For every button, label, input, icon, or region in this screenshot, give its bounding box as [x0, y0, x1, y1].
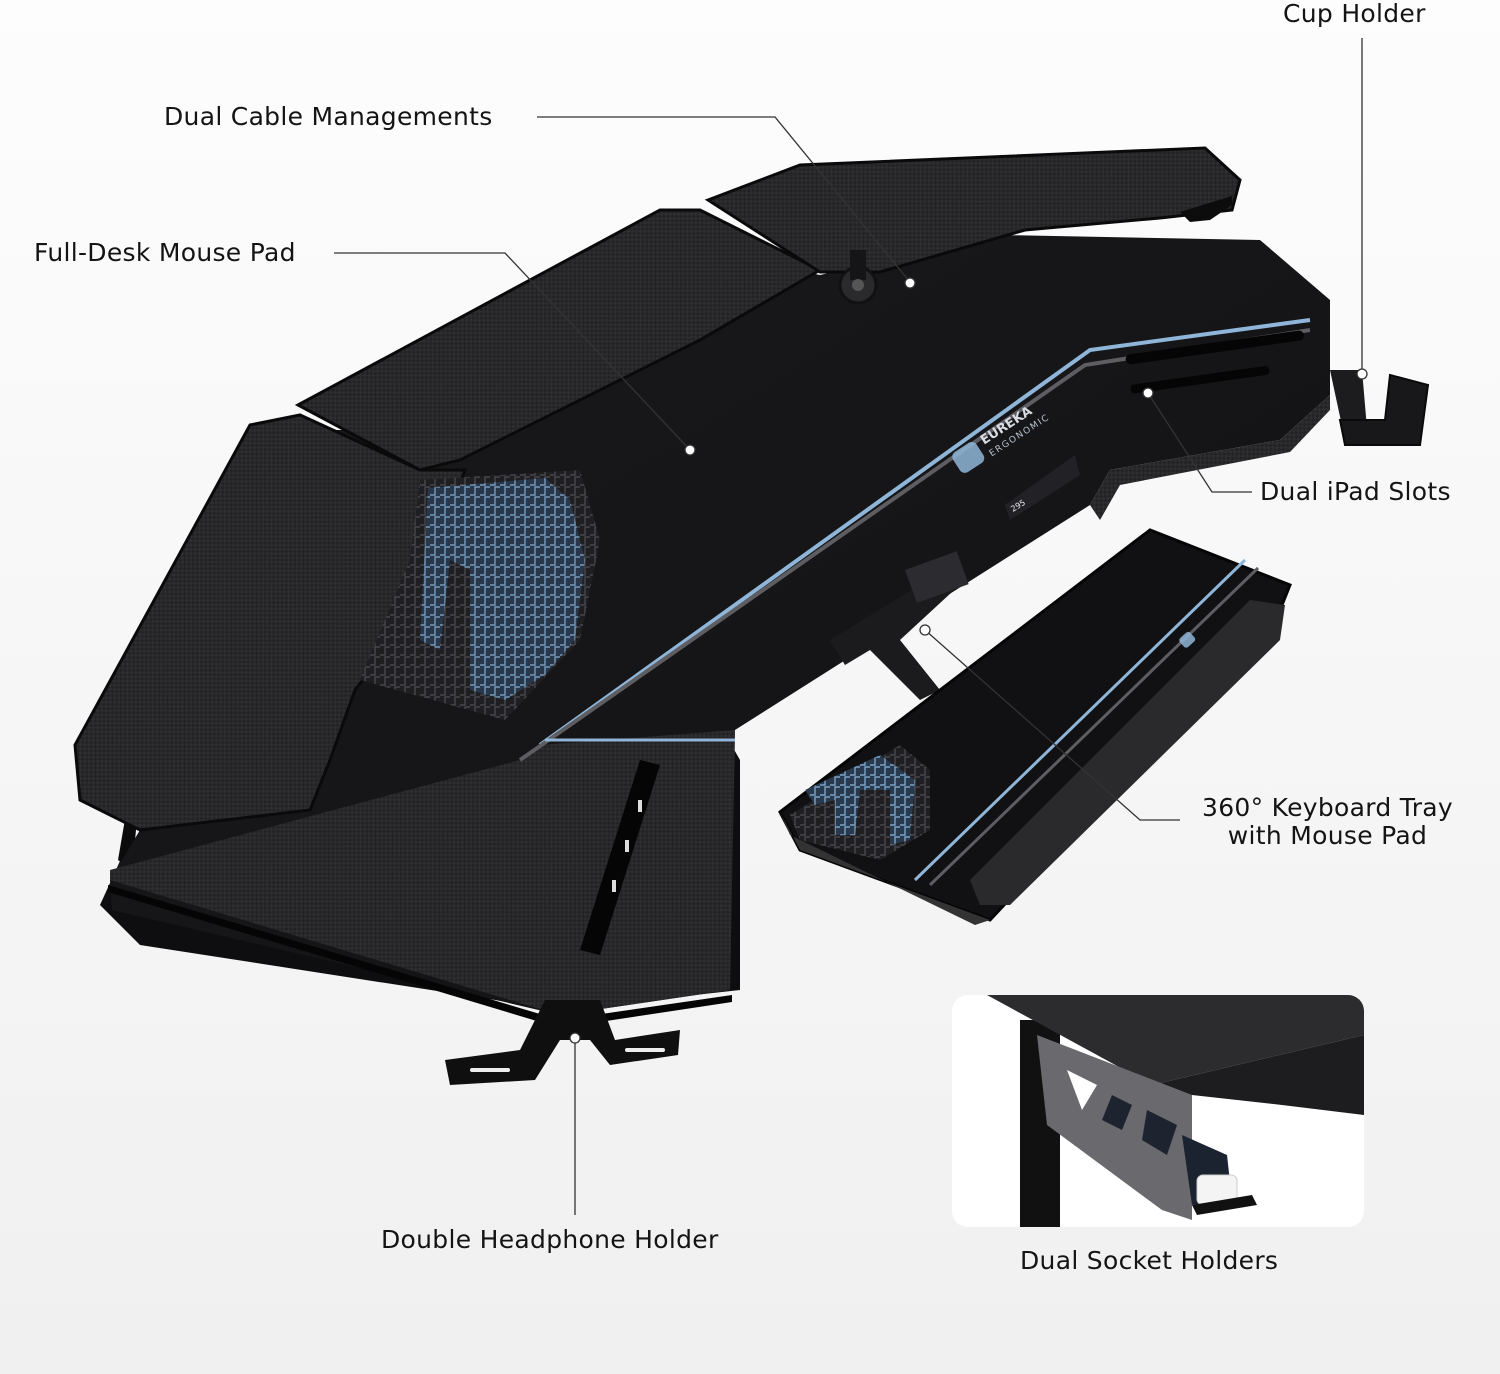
socket-holder-inset [952, 995, 1364, 1227]
callout-keyboard-tray-line1: 360° Keyboard Tray [1201, 793, 1454, 822]
callout-cup-holder: Cup Holder [1283, 0, 1426, 28]
callout-dual-cable-managements: Dual Cable Managements [164, 102, 493, 131]
callout-dual-socket-holders: Dual Socket Holders [1020, 1246, 1279, 1275]
socket-holder-illustration [952, 995, 1364, 1227]
callout-full-desk-mouse-pad: Full-Desk Mouse Pad [34, 238, 296, 267]
leader-lines [334, 38, 1363, 1215]
callout-double-headphone-holder: Double Headphone Holder [381, 1225, 719, 1254]
callout-keyboard-tray-line2: with Mouse Pad [1227, 821, 1428, 850]
callout-keyboard-tray: 360° Keyboard Tray with Mouse Pad [1190, 794, 1465, 850]
callout-dual-ipad-slots: Dual iPad Slots [1260, 477, 1451, 506]
